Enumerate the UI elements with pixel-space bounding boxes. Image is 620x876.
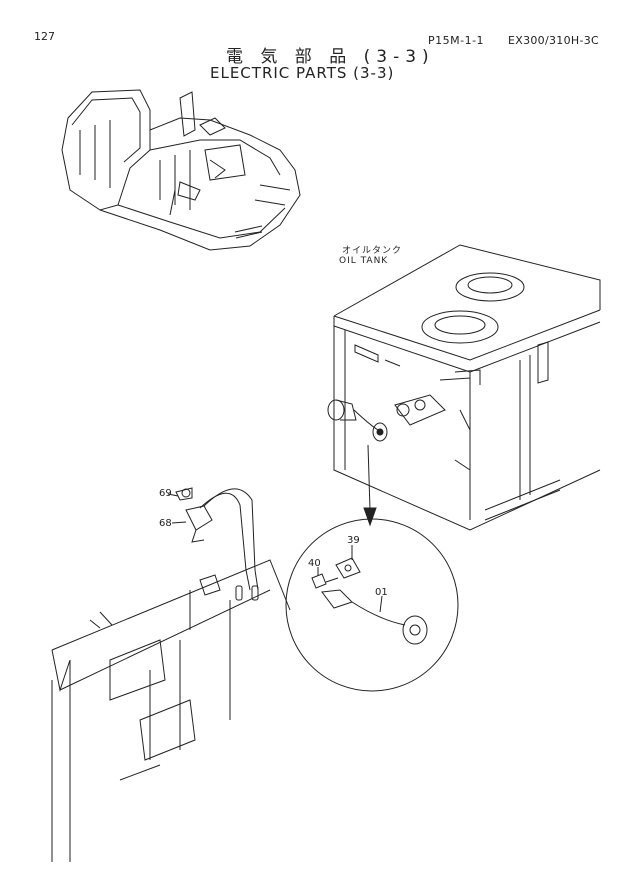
title-english: ELECTRIC PARTS (3-3)	[210, 64, 395, 82]
callout-68: 68	[159, 518, 172, 529]
excavator-overview	[61, 89, 301, 251]
callout-69: 69	[159, 488, 172, 499]
detail-circle	[285, 518, 459, 692]
oil-tank-drawing	[333, 244, 601, 531]
page-number: 127	[34, 30, 55, 43]
oil-tank-label-jp: オイルタンク	[342, 246, 403, 256]
detail-leader-line	[363, 444, 377, 527]
oil-tank-label-en: OIL TANK	[339, 256, 389, 266]
title-japanese: 電 気 部 品 (3-3)	[226, 47, 435, 67]
tank-sensor-assembly	[327, 399, 388, 442]
catalog-code: P15M-1-1	[428, 34, 485, 47]
callout-39: 39	[347, 535, 360, 546]
model-code: EX300/310H-3C	[508, 34, 600, 47]
switch-assembly-left	[51, 487, 291, 862]
callout-01: 01	[375, 587, 388, 598]
callout-40: 40	[308, 558, 321, 569]
